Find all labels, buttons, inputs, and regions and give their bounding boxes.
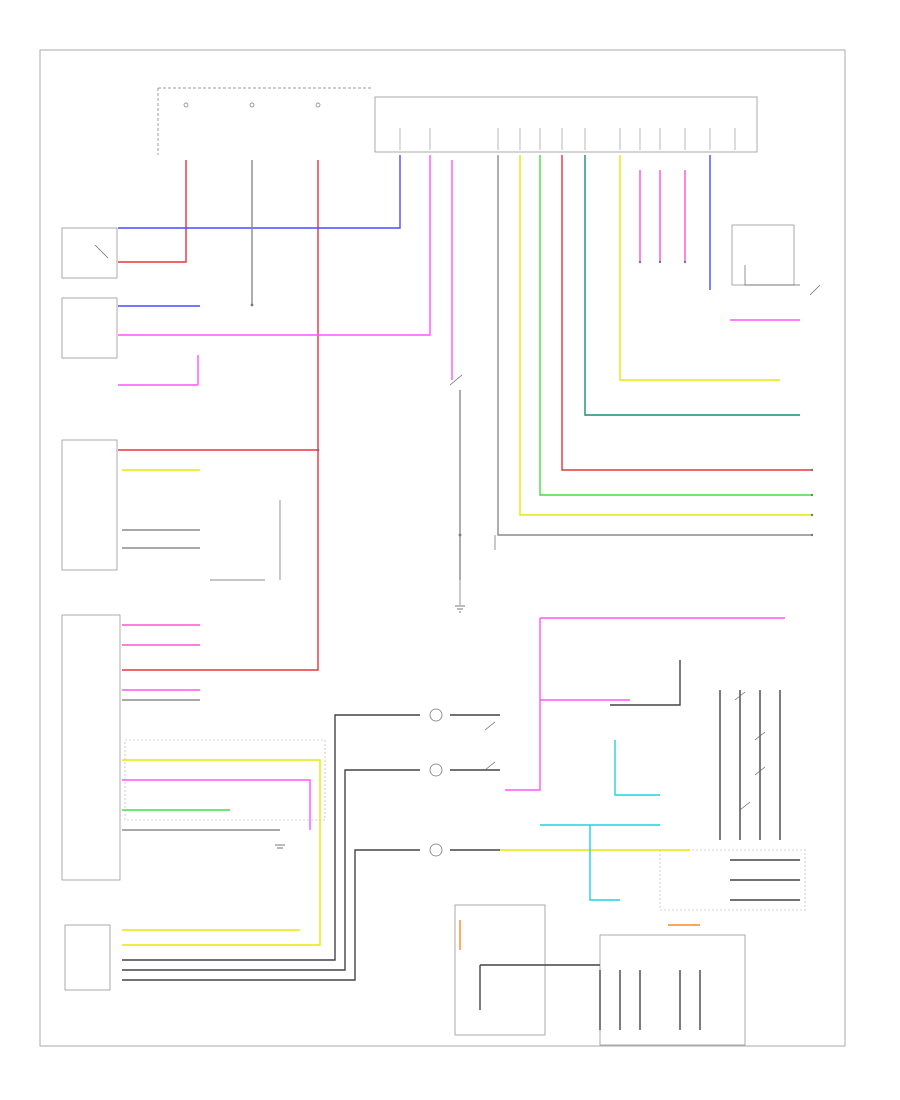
dark-bundle-wires [122, 660, 800, 1030]
steering-switch-box [599, 934, 746, 1046]
diagram-frame [39, 49, 846, 1047]
left-module-2 [61, 297, 118, 359]
ground-icon [275, 605, 465, 849]
ground-lines [210, 265, 800, 605]
left-module-1 [61, 227, 118, 279]
fuse-panel-outline [157, 87, 372, 155]
orange-wires [459, 920, 700, 950]
right-switch-box [659, 849, 806, 911]
switch-icon [94, 244, 821, 811]
magenta-stubs [122, 170, 686, 646]
pink-wires [118, 155, 800, 830]
blue-wires [118, 155, 711, 307]
yellow-wires [122, 155, 812, 946]
clockspring-box [454, 904, 546, 1036]
left-module-5 [64, 924, 111, 991]
fuse-group [183, 102, 321, 108]
left-module-4 [61, 614, 121, 881]
pin-dots [250, 260, 814, 537]
left-module-3 [61, 439, 118, 571]
right-module-1 [731, 224, 795, 286]
junction-box [374, 96, 758, 153]
green-wires [122, 155, 812, 811]
gray-wires [122, 155, 812, 831]
junction-pins [399, 128, 736, 150]
red-wires [118, 155, 812, 671]
clockspring-terminals [429, 708, 443, 857]
teal-wires [584, 155, 800, 416]
cyan-wires [540, 740, 660, 901]
